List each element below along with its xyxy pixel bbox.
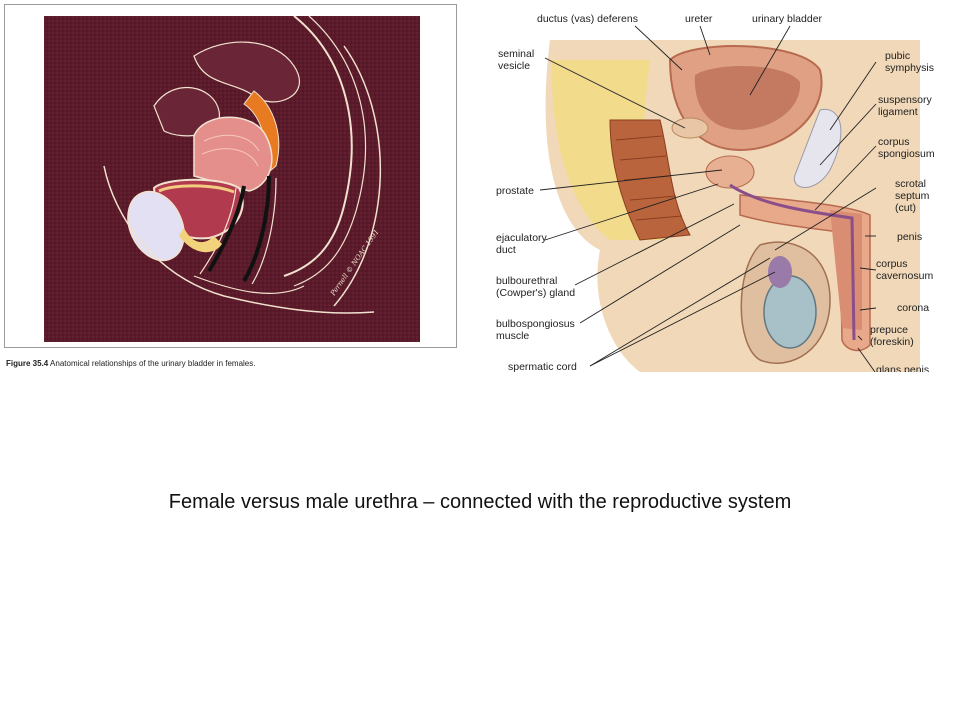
testis [763, 275, 817, 349]
seminal-vesicle [671, 117, 709, 139]
back-curve [333, 45, 381, 307]
label-ductus-deferens: ductus (vas) deferens [537, 13, 638, 25]
sacrum-inner [293, 16, 367, 287]
intestine-loops-2 [153, 86, 220, 137]
figure-number: Figure 35.4 [6, 359, 49, 368]
label-prostate: prostate [496, 185, 534, 197]
figure-caption-text: Anatomical relationships of the urinary … [48, 359, 256, 368]
label-pubic-symphysis: pubic symphysis [885, 50, 935, 74]
female-figure-panel: Pernell © NOAC 1991 [4, 4, 457, 348]
bladder-wall [158, 184, 235, 194]
label-prepuce: prepuce (foreskin) [870, 324, 914, 348]
label-bulbospongiosus-muscle: bulbospongiosus muscle [496, 318, 575, 342]
pubic-symphysis [793, 108, 842, 188]
intestine-loops [193, 41, 301, 103]
label-seminal-vesicle: seminal vesicle [498, 48, 535, 72]
rectal-muscle [609, 119, 691, 241]
label-bulbourethral-gland: bulbourethral (Cowper's) gland [496, 275, 576, 299]
label-corpus-spongiosum: corpus spongiosum [878, 136, 935, 160]
slide-title: Female versus male urethra – connected w… [168, 491, 792, 513]
bladder-lumen [694, 65, 801, 130]
uterus [193, 116, 273, 192]
label-suspensory-ligament: suspensory ligament [878, 94, 932, 118]
label-ejaculatory-duct: ejaculatory duct [496, 232, 547, 256]
pubic-fat [179, 228, 222, 253]
male-reproductive-illustration [539, 25, 920, 372]
uterus-folds [201, 134, 260, 167]
female-figure-caption: Figure 35.4 Anatomical relationships of … [6, 359, 255, 368]
front-skin [103, 165, 375, 314]
urethra [729, 183, 856, 341]
label-urinary-bladder: urinary bladder [752, 13, 823, 25]
leader-lines [539, 25, 877, 372]
label-penis: penis [897, 231, 923, 243]
rectum [242, 175, 271, 283]
label-corona: corona [897, 302, 930, 314]
label-corpus-cavernosum: corpus cavernosum [876, 258, 934, 282]
vaginal-canal [207, 185, 246, 273]
label-spermatic-cord: spermatic cord [508, 361, 577, 372]
male-figure-panel: ductus (vas) deferens ureter urinary bla… [490, 0, 960, 372]
prostate-gland [705, 155, 755, 189]
canal-outline [199, 177, 277, 285]
label-scrotal-septum: scrotal septum (cut) [895, 178, 930, 214]
sacrum-outline [283, 16, 353, 277]
label-ureter: ureter [685, 13, 713, 25]
label-glans-penis: glans penis [876, 364, 930, 372]
perineum [193, 275, 305, 295]
female-pelvis-illustration: Pernell © NOAC 1991 [44, 16, 420, 342]
epididymis [768, 256, 792, 288]
